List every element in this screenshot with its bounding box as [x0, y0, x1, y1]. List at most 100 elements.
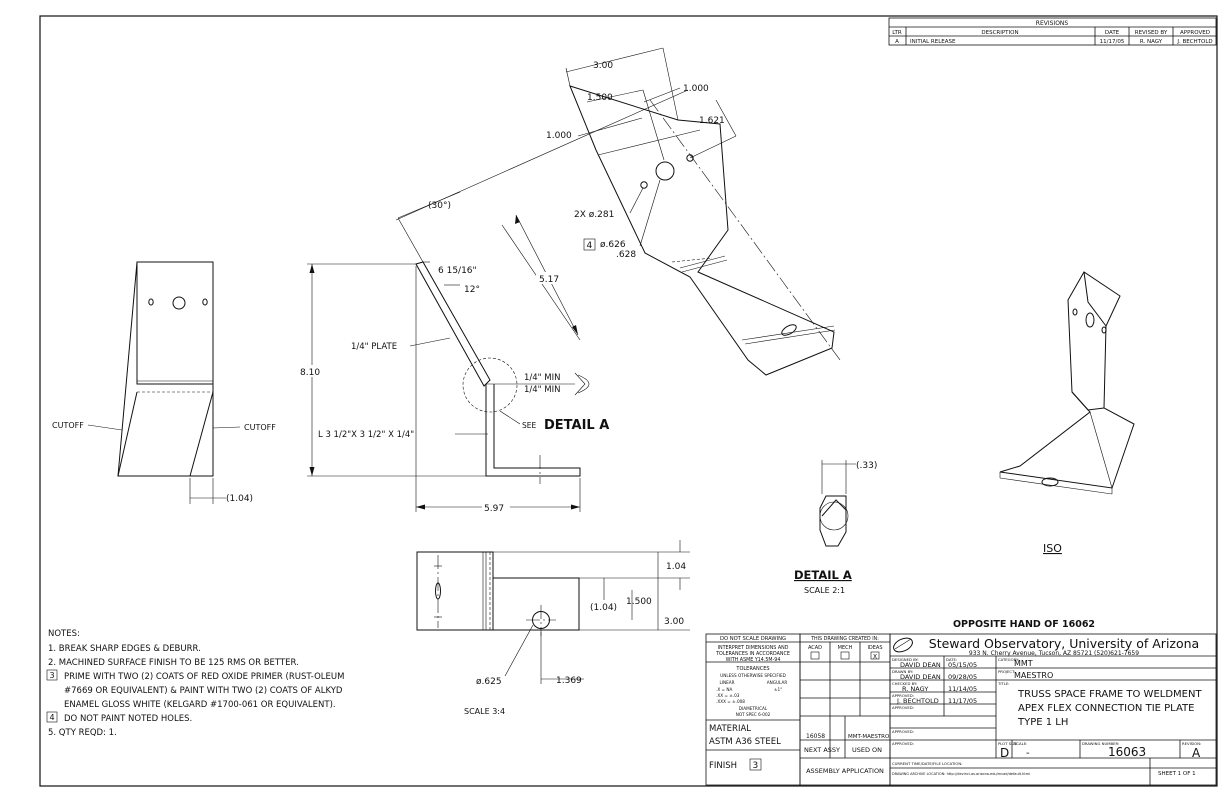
checked-date: 11/14/05 [948, 685, 977, 693]
plate-label: 1/4" PLATE [351, 342, 397, 352]
dim-1-500-top: 1.500 [587, 93, 613, 103]
see-detail-a-label: DETAIL A [544, 418, 609, 433]
category-value: MMT [1014, 659, 1033, 668]
auxiliary-plate-view: 3.00 1.500 1.000 1.000 1.621 2X ø.281 4 … [546, 47, 841, 376]
drawing-title-line-2: APEX FLEX CONNECTION TIE PLATE [1018, 703, 1194, 714]
scale-value: - [1026, 748, 1030, 759]
svg-text:ACAD: ACAD [808, 645, 822, 651]
svg-text:SCALE:: SCALE: [1014, 741, 1027, 746]
svg-text:3: 3 [753, 761, 759, 771]
svg-text:APPROVED:: APPROVED: [892, 693, 914, 698]
svg-text:TITLE:: TITLE: [997, 681, 1010, 686]
rev-header-approved: APPROVED [1180, 30, 1210, 36]
dim-3-00-top: 3.00 [593, 61, 613, 71]
finish-label: FINISH [709, 761, 737, 771]
revisions-block: REVISIONS LTR DESCRIPTION DATE REVISED B… [888, 17, 1217, 46]
holes-2x-dia-281: 2X ø.281 [574, 210, 614, 220]
sheet-border [39, 15, 1218, 787]
front-view: 8.10 5.97 (30°) 5.17 6 15/16" 12° 1/4" P… [298, 89, 689, 514]
iso-label: ISO [1043, 542, 1062, 555]
dim-12-degrees: 12° [464, 285, 480, 295]
top-view-scale: SCALE 3:4 [464, 707, 505, 716]
do-not-scale: DO NOT SCALE DRAWING [720, 636, 786, 642]
left-view-center-hole [172, 296, 186, 310]
dia-625: ø.625 [476, 677, 502, 687]
dim-30-degrees: (30°) [428, 201, 451, 211]
material-label: MATERIAL [709, 724, 751, 734]
left-side-view: CUTOFF CUTOFF (1.04) [52, 261, 276, 504]
svg-text:APPROVED:: APPROVED: [892, 741, 914, 746]
dia-626: ø.626 [600, 240, 626, 250]
dim-1-369: 1.369 [556, 676, 582, 686]
note-3-line-2: #7669 OR EQUIVALENT) & PAINT WITH TWO (2… [64, 686, 343, 696]
angle-stock-label: L 3 1/2"X 3 1/2" X 1/4" [318, 430, 414, 440]
dim-1-04-mid: (1.04) [590, 603, 617, 613]
steward-logo-icon [893, 637, 913, 653]
svg-text:DRAWN BY:: DRAWN BY: [892, 669, 913, 674]
svg-text:4: 4 [50, 713, 55, 722]
note-4-flag [46, 711, 58, 723]
svg-text:CATEGORY:: CATEGORY: [998, 657, 1019, 662]
dim-1-000-left: 1.000 [546, 131, 572, 141]
see-label: SEE [522, 421, 536, 430]
svg-text:±1°: ±1° [774, 687, 782, 692]
svg-text:THIS DRAWING CREATED IN:: THIS DRAWING CREATED IN: [810, 636, 879, 642]
rev-header-revised-by: REVISED BY [1135, 30, 1168, 36]
svg-text:CHECKED BY:: CHECKED BY: [892, 681, 917, 686]
project-value: MAESTRO [1014, 671, 1053, 680]
dim-5-97: 5.97 [484, 504, 504, 514]
svg-text:DESIGNED BY:: DESIGNED BY: [892, 657, 919, 662]
note-3-line-1: PRIME WITH TWO (2) COATS OF RED OXIDE PR… [64, 672, 344, 682]
svg-text:DIAMETRICAL: DIAMETRICAL [739, 706, 768, 711]
svg-text:TOLERANCES IN ACCORDANCE: TOLERANCES IN ACCORDANCE [715, 651, 790, 657]
rev-row-revised-by: R. NAGY [1140, 39, 1163, 45]
rev-row-date: 11/17/05 [1100, 39, 1125, 45]
dim-1-000-upper: 1.000 [683, 84, 709, 94]
note-4-flag-aux [583, 238, 596, 251]
drawn-by: DAVID DEAN [900, 673, 941, 681]
drawing-title-line-3: TYPE 1 LH [1017, 717, 1068, 728]
top-view-center-hole [435, 582, 441, 600]
iso-base-hole [1041, 477, 1059, 487]
svg-text:PROJECT:: PROJECT: [998, 669, 1015, 674]
left-view-small-hole-right [202, 298, 208, 306]
cutoff-left-label: CUTOFF [52, 421, 84, 430]
dim-3-00-right: 3.00 [664, 617, 684, 627]
svg-text:WITH ASME Y14.5M-94: WITH ASME Y14.5M-94 [726, 657, 781, 663]
svg-text:UNLESS OTHERWISE SPECIFIED: UNLESS OTHERWISE SPECIFIED [720, 673, 786, 678]
drawing-title-line-1: TRUSS SPACE FRAME TO WELDMENT [1017, 689, 1202, 700]
left-view-small-hole-left [148, 298, 154, 306]
aux-hole-right [686, 154, 694, 162]
svg-text:NEXT ASSY: NEXT ASSY [804, 746, 840, 754]
drawing-number: 16063 [1108, 745, 1146, 759]
note-1: 1. BREAK SHARP EDGES & DEBURR. [48, 644, 201, 654]
iso-small-hole-right [1101, 326, 1107, 334]
svg-text:LINEAR: LINEAR [719, 680, 734, 685]
svg-text:APPROVED:: APPROVED: [892, 705, 914, 710]
designed-date: 05/15/05 [948, 661, 977, 669]
cutoff-right-label: CUTOFF [244, 423, 276, 432]
plot-size: D [1000, 746, 1009, 760]
notes-block: NOTES: 1. BREAK SHARP EDGES & DEBURR. 2.… [46, 629, 344, 738]
aux-lower-hole [781, 324, 797, 336]
note-2: 2. MACHINED SURFACE FINISH TO BE 125 RMS… [48, 658, 299, 668]
svg-text:IDEAS: IDEAS [867, 645, 882, 651]
note-5: 5. QTY REQD: 1. [48, 728, 117, 738]
revision-value: A [1192, 746, 1201, 760]
svg-text:16058: 16058 [806, 733, 825, 740]
iso-small-hole-left [1072, 308, 1078, 316]
notes-title: NOTES: [48, 629, 80, 639]
rev-header-description: DESCRIPTION [981, 30, 1018, 36]
dim-8-10: 8.10 [300, 368, 320, 378]
svg-text:APPROVED:: APPROVED: [892, 729, 914, 734]
weld-min-2: 1/4" MIN [524, 385, 561, 395]
checked-by: R. NAGY [902, 685, 928, 693]
dim-6-15-16: 6 15/16" [438, 266, 477, 276]
rev-header-ltr: LTR [892, 30, 902, 36]
rev-header-date: DATE [1105, 30, 1120, 36]
title-block: OPPOSITE HAND OF 16062 DO NOT SCALE DRAW… [705, 619, 1217, 786]
rev-row-description: INITIAL RELEASE [910, 39, 956, 45]
detail-a-view: (.33) DETAIL A SCALE 2:1 [794, 460, 877, 595]
svg-text:4: 4 [587, 241, 593, 251]
svg-text:MECH: MECH [838, 645, 853, 651]
